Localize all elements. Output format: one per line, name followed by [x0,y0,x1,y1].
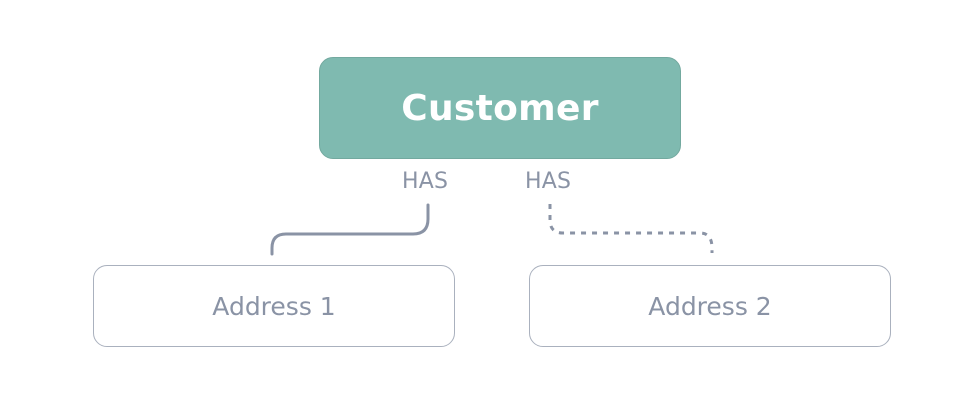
address-1-entity-node[interactable]: Address 1 [93,265,455,347]
address-2-entity-node[interactable]: Address 2 [529,265,891,347]
relationship-label-address-2: HAS [525,169,572,194]
customer-entity-node[interactable]: Customer [319,57,681,159]
relationship-label-address-1: HAS [402,169,449,194]
dashed-connector-line [548,204,714,253]
solid-connector-line [270,203,430,256]
